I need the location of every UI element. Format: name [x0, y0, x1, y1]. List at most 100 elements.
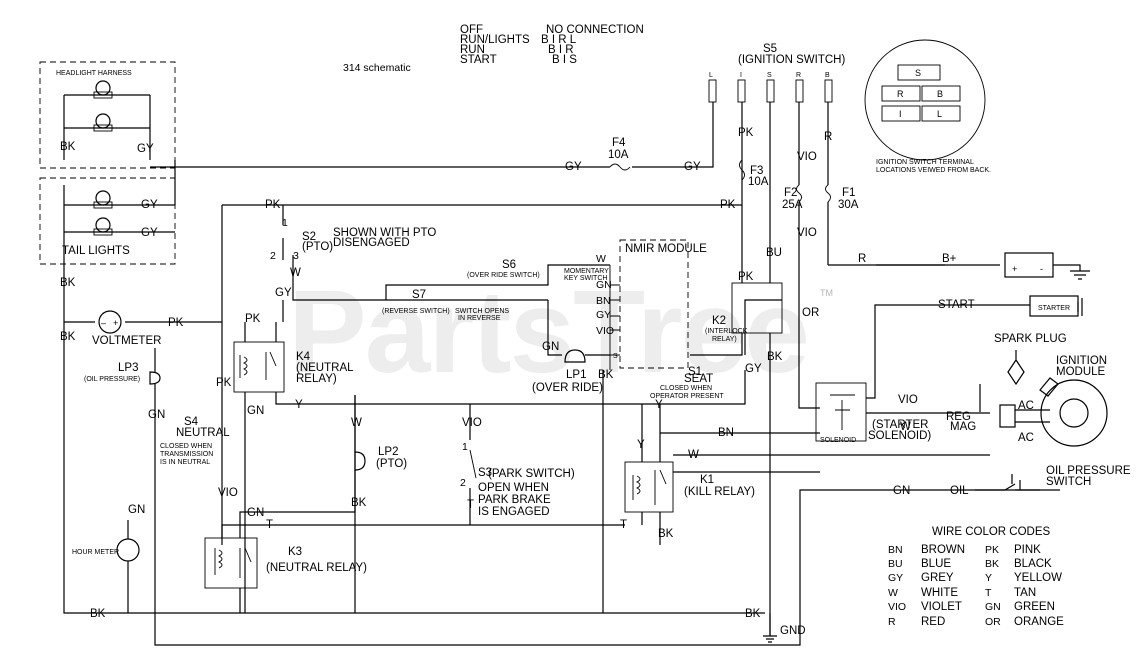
svg-text:2: 2 — [270, 250, 276, 262]
svg-text:MODULE: MODULE — [1056, 366, 1106, 378]
ignition-module-icon — [1039, 377, 1108, 447]
svg-text:S1: S1 — [688, 366, 702, 378]
svg-text:SHOWN WITH PTO: SHOWN WITH PTO — [333, 227, 436, 239]
svg-text:(PARK SWITCH): (PARK SWITCH) — [488, 468, 575, 480]
svg-text:(NEUTRAL RELAY): (NEUTRAL RELAY) — [266, 562, 367, 574]
svg-text:GN: GN — [247, 507, 264, 519]
svg-text:GN: GN — [985, 601, 1001, 613]
wire-color-codes-legend: WIRE COLOR CODES BN BROWN PK PINK BU BLU… — [888, 526, 1064, 628]
svg-text:RELAY): RELAY) — [296, 373, 337, 385]
svg-text:S: S — [915, 68, 921, 78]
svg-text:GN: GN — [893, 485, 910, 497]
svg-text:RUN: RUN — [460, 44, 485, 56]
svg-text:(KILL RELAY): (KILL RELAY) — [684, 486, 755, 498]
svg-text:K2: K2 — [712, 315, 726, 327]
svg-text:IGNITION: IGNITION — [1056, 355, 1107, 367]
svg-text:(STARTER: (STARTER — [872, 419, 928, 431]
svg-text:OR: OR — [985, 616, 1001, 628]
svg-text:BLUE: BLUE — [921, 558, 951, 570]
svg-text:BU: BU — [766, 247, 782, 259]
svg-text:VOLTMETER: VOLTMETER — [92, 335, 161, 347]
svg-text:GY: GY — [137, 143, 154, 155]
svg-text:VIO: VIO — [898, 394, 918, 406]
svg-text:F3: F3 — [750, 165, 763, 177]
svg-text:(REVERSE SWITCH): (REVERSE SWITCH) — [382, 308, 450, 315]
svg-text:TAIL LIGHTS: TAIL LIGHTS — [62, 245, 130, 257]
svg-text:Y: Y — [637, 439, 645, 451]
svg-text:IS ENGAGED: IS ENGAGED — [478, 506, 550, 518]
svg-text:SOLENOID): SOLENOID) — [868, 430, 931, 442]
svg-text:GY: GY — [888, 572, 903, 584]
svg-text:GN: GN — [128, 504, 145, 516]
svg-text:OPERATOR PRESENT: OPERATOR PRESENT — [650, 393, 724, 400]
svg-text:GY: GY — [596, 309, 611, 321]
svg-text:IS IN NEUTRAL: IS IN NEUTRAL — [160, 459, 210, 466]
svg-text:(NEUTRAL: (NEUTRAL — [296, 362, 354, 374]
svg-text:BK: BK — [60, 277, 76, 289]
override-lamp-lp1-icon — [564, 349, 586, 363]
svg-text:R: R — [796, 72, 801, 79]
svg-text:3: 3 — [293, 250, 299, 262]
svg-text:NEUTRAL: NEUTRAL — [176, 427, 230, 439]
wire-labels: GY GY PK VIO R VIO BU PK PK R PK OR BK G… — [60, 127, 918, 620]
ignition-switch-s5: S5 (IGNITION SWITCH) L I S R B — [708, 43, 845, 103]
svg-text:BK: BK — [60, 141, 76, 153]
svg-text:-: - — [1040, 264, 1043, 274]
svg-text:WIRE COLOR CODES: WIRE COLOR CODES — [932, 526, 1051, 538]
svg-text:S7: S7 — [412, 289, 426, 301]
svg-text:R: R — [888, 616, 896, 628]
svg-text:W: W — [688, 449, 699, 461]
svg-text:R: R — [897, 89, 904, 99]
svg-text:(OVER RIDE SWITCH): (OVER RIDE SWITCH) — [467, 272, 540, 279]
pto-lamp-lp2-icon — [354, 451, 366, 471]
svg-text:OR: OR — [802, 307, 819, 319]
svg-text:(OVER RIDE): (OVER RIDE) — [532, 382, 603, 394]
svg-text:AC: AC — [1018, 432, 1034, 444]
svg-text:RUN/LIGHTS: RUN/LIGHTS — [460, 34, 530, 46]
svg-text:PK: PK — [985, 544, 999, 556]
svg-text:B: B — [937, 89, 943, 99]
svg-text:RED: RED — [921, 616, 945, 628]
svg-text:BN: BN — [596, 295, 611, 307]
svg-text:LP1: LP1 — [566, 369, 586, 381]
svg-text:MOMENTARY: MOMENTARY — [564, 268, 609, 275]
svg-text:(INTERLOCK: (INTERLOCK — [705, 328, 748, 335]
svg-text:+: + — [1012, 264, 1017, 274]
svg-text:L: L — [709, 72, 713, 79]
svg-text:YELLOW: YELLOW — [1014, 572, 1062, 584]
svg-text:GND: GND — [780, 625, 806, 637]
svg-text:VIO: VIO — [462, 417, 482, 429]
svg-text:10A: 10A — [608, 149, 629, 161]
svg-text:VIO: VIO — [797, 227, 817, 239]
svg-text:K3: K3 — [288, 546, 302, 558]
svg-text:ORANGE: ORANGE — [1014, 616, 1064, 628]
headlight-harness: HEADLIGHT HARNESS BK GY — [39, 61, 176, 169]
svg-text:S: S — [613, 353, 618, 360]
svg-text:Y: Y — [985, 572, 992, 584]
svg-text:START: START — [460, 54, 497, 66]
svg-text:GY: GY — [565, 161, 582, 173]
svg-text:GN: GN — [542, 341, 559, 353]
svg-text:PK: PK — [738, 271, 754, 283]
svg-text:S6: S6 — [502, 259, 516, 271]
svg-text:LP3: LP3 — [118, 362, 138, 374]
component-labels: 1 2 3 S2 (PTO) SHOWN WITH PTO DISENGAGED… — [72, 217, 1131, 643]
svg-text:PK: PK — [216, 377, 232, 389]
svg-text:PINK: PINK — [1014, 544, 1041, 556]
svg-text:OFF: OFF — [460, 24, 483, 36]
svg-text:MAG: MAG — [950, 421, 976, 433]
watermark-tm: TM — [820, 288, 833, 298]
svg-text:OIL PRESSURE: OIL PRESSURE — [1046, 465, 1131, 477]
svg-text:W: W — [900, 421, 911, 433]
svg-text:GN: GN — [148, 409, 165, 421]
svg-text:R: R — [858, 253, 866, 265]
spark-plug-icon — [1007, 350, 1025, 386]
svg-text:OPEN WHEN: OPEN WHEN — [478, 482, 549, 494]
svg-text:SPARK PLUG: SPARK PLUG — [994, 333, 1067, 345]
svg-text:BK: BK — [985, 558, 999, 570]
svg-text:PK: PK — [168, 317, 184, 329]
svg-text:T: T — [266, 519, 273, 531]
svg-text:BK: BK — [658, 528, 674, 540]
svg-text:VIO: VIO — [888, 601, 906, 613]
svg-text:B I R L: B I R L — [541, 34, 577, 46]
